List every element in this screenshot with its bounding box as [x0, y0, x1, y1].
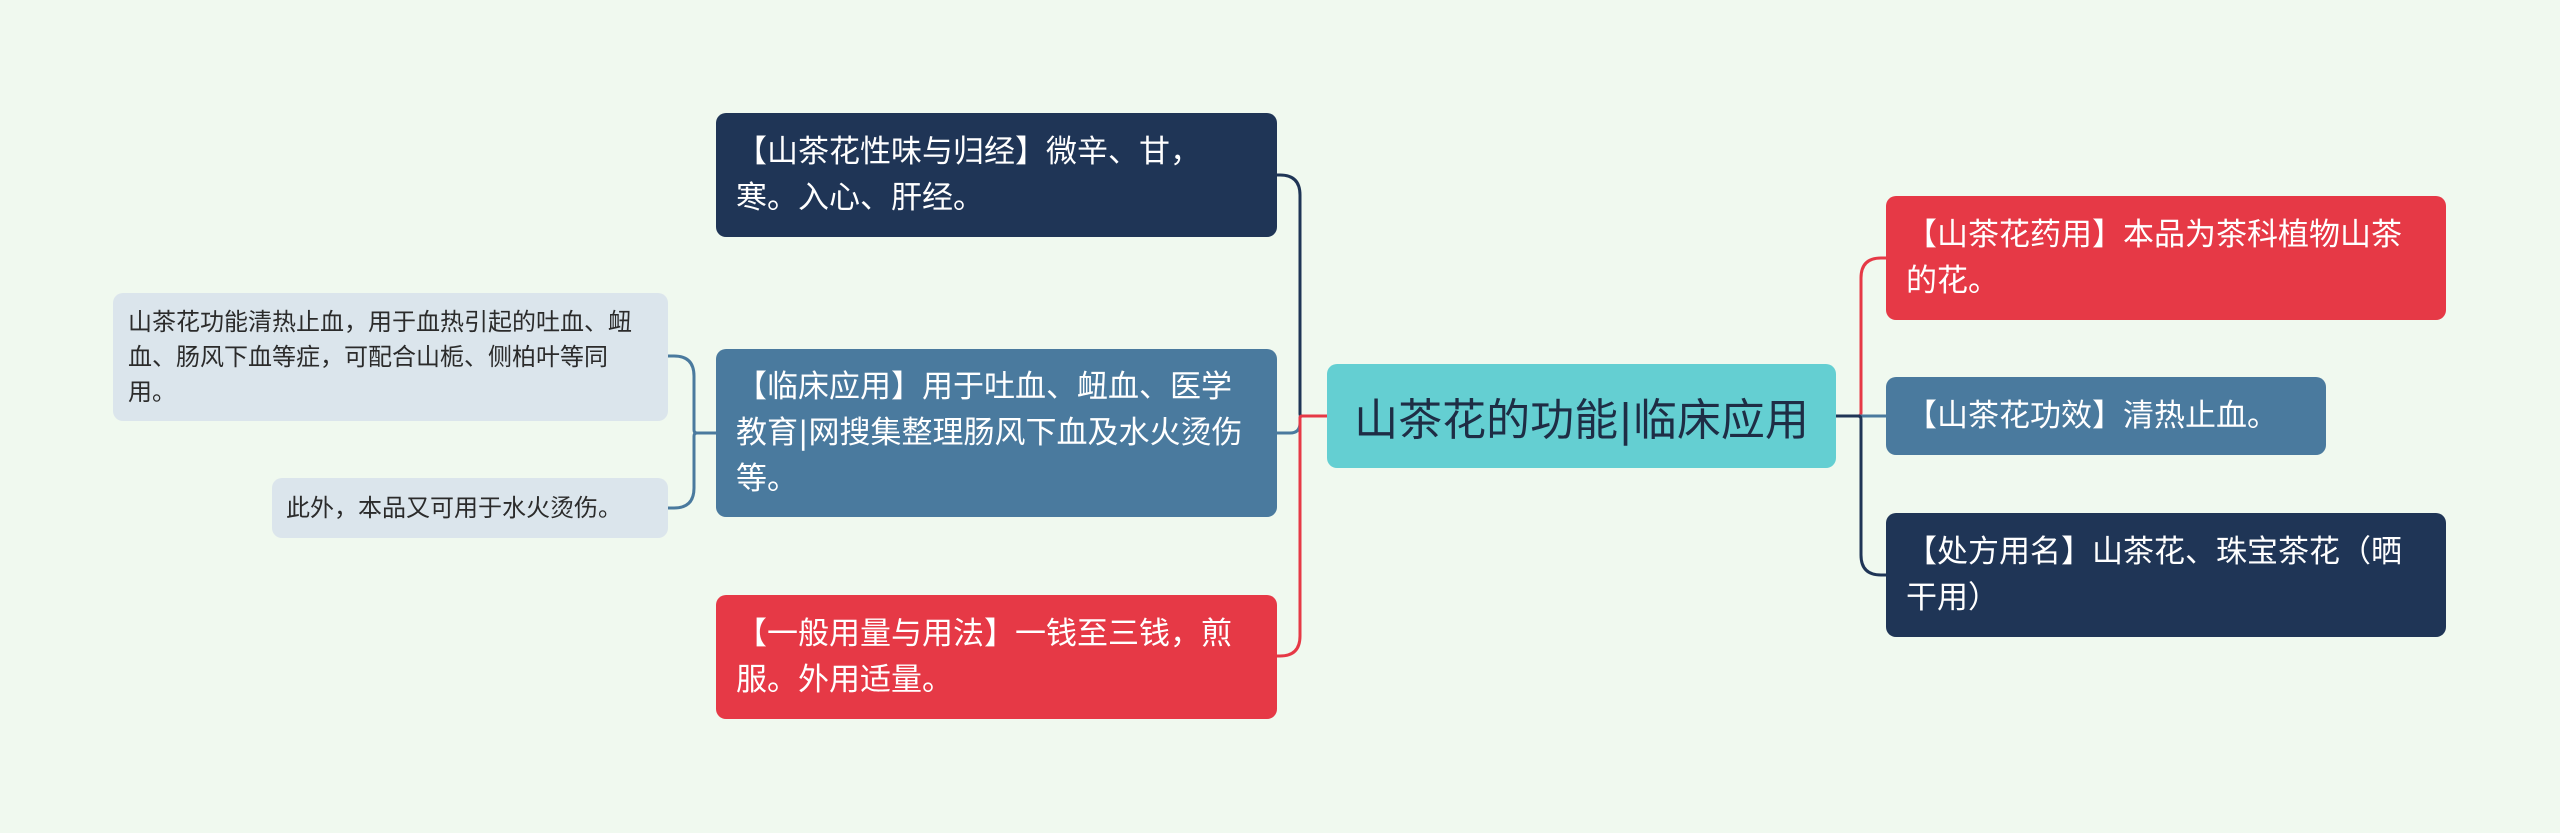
- branch-efficacy-label: 【山茶花功效】清热止血。: [1906, 398, 2278, 434]
- leaf-hemostasis-detail[interactable]: 山茶花功能清热止血，用于血热引起的吐血、衄血、肠风下血等症，可配合山栀、侧柏叶等…: [113, 293, 668, 421]
- branch-efficacy[interactable]: 【山茶花功效】清热止血。: [1886, 377, 2326, 455]
- connector-clinical-to-leaf1: [668, 354, 716, 435]
- branch-prescription-name-label: 【处方用名】山茶花、珠宝茶花（晒干用）: [1906, 534, 2402, 616]
- branch-medicinal-source-label: 【山茶花药用】本品为茶科植物山茶的花。: [1906, 217, 2402, 299]
- branch-medicinal-source[interactable]: 【山茶花药用】本品为茶科植物山茶的花。: [1886, 196, 2446, 320]
- leaf-burn-usage-label: 此外，本品又可用于水火烫伤。: [286, 493, 622, 522]
- connector-clinical-to-leaf2: [668, 431, 716, 510]
- connector-central-to-medicinal: [1836, 256, 1886, 418]
- branch-nature-meridian[interactable]: 【山茶花性味与归经】微辛、甘，寒。入心、肝经。: [716, 113, 1277, 237]
- central-topic-label: 山茶花的功能|临床应用: [1354, 395, 1809, 446]
- connector-central-to-dosage: [1277, 414, 1327, 658]
- leaf-hemostasis-detail-label: 山茶花功能清热止血，用于血热引起的吐血、衄血、肠风下血等症，可配合山栀、侧柏叶等…: [128, 307, 632, 406]
- branch-clinical-application-label: 【临床应用】用于吐血、衄血、医学教育|网搜集整理肠风下血及水火烫伤等。: [736, 369, 1243, 497]
- connector-central-to-prescription: [1836, 414, 1886, 577]
- leaf-burn-usage[interactable]: 此外，本品又可用于水火烫伤。: [272, 478, 668, 538]
- branch-prescription-name[interactable]: 【处方用名】山茶花、珠宝茶花（晒干用）: [1886, 513, 2446, 637]
- branch-nature-meridian-label: 【山茶花性味与归经】微辛、甘，寒。入心、肝经。: [736, 134, 1201, 216]
- connector-central-to-nature: [1277, 173, 1327, 418]
- connector-central-to-clinical: [1277, 414, 1327, 435]
- branch-dosage-usage-label: 【一般用量与用法】一钱至三钱，煎服。外用适量。: [736, 616, 1232, 698]
- central-topic[interactable]: 山茶花的功能|临床应用: [1327, 364, 1836, 468]
- branch-dosage-usage[interactable]: 【一般用量与用法】一钱至三钱，煎服。外用适量。: [716, 595, 1277, 719]
- branch-clinical-application[interactable]: 【临床应用】用于吐血、衄血、医学教育|网搜集整理肠风下血及水火烫伤等。: [716, 349, 1277, 517]
